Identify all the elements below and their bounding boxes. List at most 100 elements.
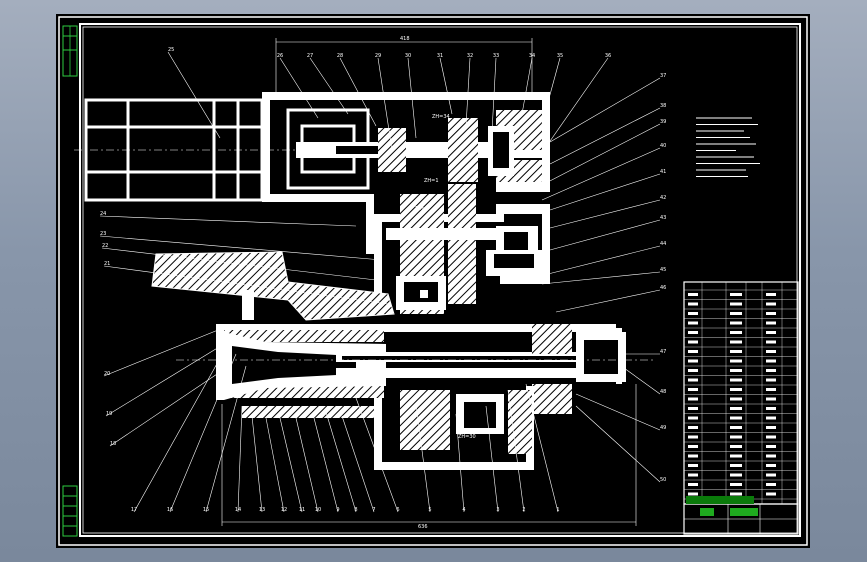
table-cell-text	[688, 426, 698, 429]
leader-line	[355, 397, 399, 513]
leader-line	[485, 405, 499, 513]
callout-number: 27	[307, 53, 313, 59]
table-cell-text	[730, 359, 742, 363]
table-cell-text	[766, 435, 776, 439]
table-cell-text	[688, 312, 698, 315]
table-cell-text	[730, 483, 742, 486]
callout-number: 35	[557, 53, 563, 59]
leader-line	[377, 57, 393, 151]
leader-line	[169, 353, 237, 513]
callout-number: 22	[102, 243, 108, 249]
callout-number: 16	[167, 507, 173, 513]
dimension-top-value: 418	[400, 36, 410, 42]
table-cell-text	[766, 445, 776, 448]
table-cell-text	[766, 378, 776, 382]
callout-number: 23	[100, 231, 106, 237]
table-cell-text	[688, 359, 698, 363]
table-cell-text	[688, 473, 698, 477]
leader-line	[279, 57, 319, 119]
table-cell-text	[766, 293, 776, 296]
callout-number: 9	[336, 507, 339, 513]
callout-number: 30	[405, 53, 411, 59]
leader-line	[205, 365, 247, 513]
table-cell-text	[766, 302, 776, 306]
table-cell-text	[730, 464, 742, 467]
leader-line	[415, 403, 431, 513]
table-cell-text	[688, 445, 698, 448]
callout-number: 50	[660, 477, 666, 483]
callout-number: 20	[104, 371, 110, 377]
table-cell-text	[766, 426, 776, 429]
leader-line	[549, 173, 661, 211]
table-cell-text	[730, 397, 742, 401]
inner-label: ZH=1	[414, 206, 429, 212]
callout-number: 5	[428, 507, 431, 513]
table-cell-text	[730, 302, 742, 306]
callout-number: 48	[660, 389, 666, 395]
table-cell-text	[730, 445, 742, 448]
callout-number: 46	[660, 285, 666, 291]
table-cell-text	[688, 407, 698, 410]
table-cell-text	[688, 331, 698, 334]
callout-number: 29	[375, 53, 381, 59]
leader-line	[105, 343, 225, 417]
leader-line	[295, 417, 319, 513]
callout-number: 24	[100, 211, 106, 217]
leader-line	[265, 417, 285, 513]
callout-number: 32	[467, 53, 473, 59]
callout-number: 17	[131, 507, 137, 513]
table-cell-text	[688, 435, 698, 439]
table-cell-text	[730, 435, 742, 439]
leader-line	[541, 147, 661, 201]
table-cell-text	[688, 369, 698, 372]
inner-label: ZH=34	[432, 114, 450, 120]
callout-number: 37	[660, 73, 666, 79]
callout-number: 6	[396, 507, 399, 513]
table-cell-text	[730, 407, 742, 410]
leader-line	[279, 417, 303, 513]
spindle-housing	[216, 324, 626, 418]
table-cell-text	[730, 369, 742, 372]
callout-number: 7	[372, 507, 375, 513]
table-cell-text	[730, 340, 742, 344]
callout-number: 8	[354, 507, 357, 513]
dimension-top	[275, 38, 533, 94]
table-cell-text	[766, 350, 776, 353]
table-cell-text	[766, 321, 776, 325]
table-cell-text	[766, 331, 776, 334]
leader-line	[491, 57, 497, 133]
callout-number: 31	[437, 53, 443, 59]
leader-line	[237, 405, 243, 513]
leader-line	[103, 325, 229, 377]
callout-number: 42	[660, 195, 666, 201]
table-cell-text	[730, 388, 742, 391]
leader-line	[167, 51, 221, 139]
table-cell-text	[766, 388, 776, 391]
table-cell-text	[766, 483, 776, 486]
table-cell-text	[766, 407, 776, 410]
table-cell-text	[688, 321, 698, 325]
leader-line	[101, 247, 377, 281]
callout-number: 12	[281, 507, 287, 513]
callout-number: 10	[315, 507, 321, 513]
outer-border	[58, 16, 808, 546]
table-cell-text	[688, 397, 698, 401]
leader-line	[549, 199, 661, 229]
callout-number: 36	[605, 53, 611, 59]
callout-number: 26	[277, 53, 283, 59]
table-cell-text	[730, 321, 742, 325]
callout-number: 40	[660, 143, 666, 149]
callout-number: 28	[337, 53, 343, 59]
table-cell-text	[688, 350, 698, 353]
callout-number: 44	[660, 241, 666, 247]
callout-number: 45	[660, 267, 666, 273]
callout-number: 1	[556, 507, 559, 513]
leader-line	[103, 265, 389, 305]
table-cell-text	[688, 378, 698, 382]
callout-number: 14	[235, 507, 241, 513]
leader-line	[309, 57, 349, 115]
callout-number: 25	[168, 47, 174, 53]
table-cell-text	[766, 312, 776, 315]
